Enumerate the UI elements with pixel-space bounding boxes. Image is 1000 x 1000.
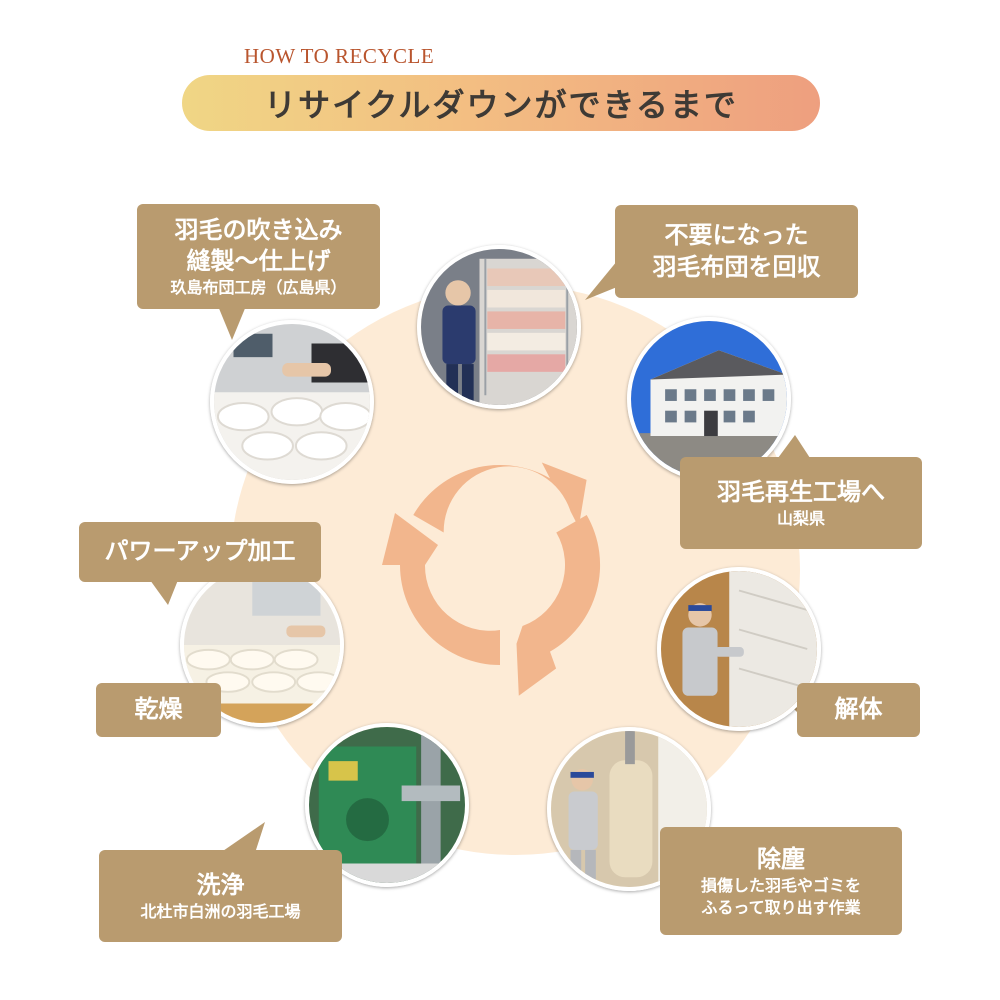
step-label-factory: 羽毛再生工場へ 山梨県 [680,457,922,549]
eyebrow-text: HOW TO RECYCLE [244,44,435,68]
step-factory-title: 羽毛再生工場へ [717,477,885,506]
step-label-dry: 乾燥 [96,683,221,737]
step-wash-title: 洗浄 [196,870,245,899]
step-dismantle-title: 解体 [834,695,883,724]
photo-fill [210,320,374,484]
photo-factory [627,317,791,481]
recycle-cycle-arrows-icon [382,462,601,696]
step-label-fill: 羽毛の吹き込み 縫製～仕上げ 玖島布団工房（広島県） [137,204,380,309]
tail-factory [778,435,810,458]
down-filling-icon [214,324,370,480]
worker-cutting-futon-icon [661,571,817,727]
cycle-arrow-2 [516,515,601,696]
photo-collect [417,245,581,409]
step-fill-sub: 玖島布団工房（広島県） [170,277,347,297]
cycle-arrow-3 [382,513,500,665]
step-dry-title: 乾燥 [134,695,183,724]
step-label-collect: 不要になった 羽毛布団を回収 [615,205,858,298]
tail-wash [220,822,265,853]
step-fill-line-2: 縫製～仕上げ [186,246,331,275]
tail-fill [218,306,246,340]
step-factory-sub: 山梨県 [776,508,825,528]
title-banner: リサイクルダウンができるまで [182,75,820,131]
step-dedust-sub-2: ふるって取り出す作業 [701,897,861,917]
step-label-dedust: 除塵 損傷した羽毛やゴミを ふるって取り出す作業 [660,827,902,935]
photo-dismantle [657,567,821,731]
step-label-powerup: パワーアップ加工 [79,522,321,582]
worker-with-futon-cart-icon [421,249,577,405]
tail-powerup [150,580,178,605]
factory-building-icon [631,321,787,477]
step-collect-line-2: 羽毛布団を回収 [652,252,821,281]
step-collect-line-1: 不要になった [664,221,809,250]
step-wash-sub: 北杜市白洲の羽毛工場 [140,901,301,921]
step-label-dismantle: 解体 [797,683,920,737]
step-dedust-sub-1: 損傷した羽毛やゴミを [700,876,861,895]
page-title: リサイクルダウンができるまで [264,86,738,124]
step-label-wash: 洗浄 北杜市白洲の羽毛工場 [99,850,342,942]
step-dedust-title: 除塵 [757,844,805,873]
step-powerup-title: パワーアップ加工 [104,537,296,566]
step-fill-line-1: 羽毛の吹き込み [174,215,343,244]
cycle-arrow-1 [413,462,587,533]
